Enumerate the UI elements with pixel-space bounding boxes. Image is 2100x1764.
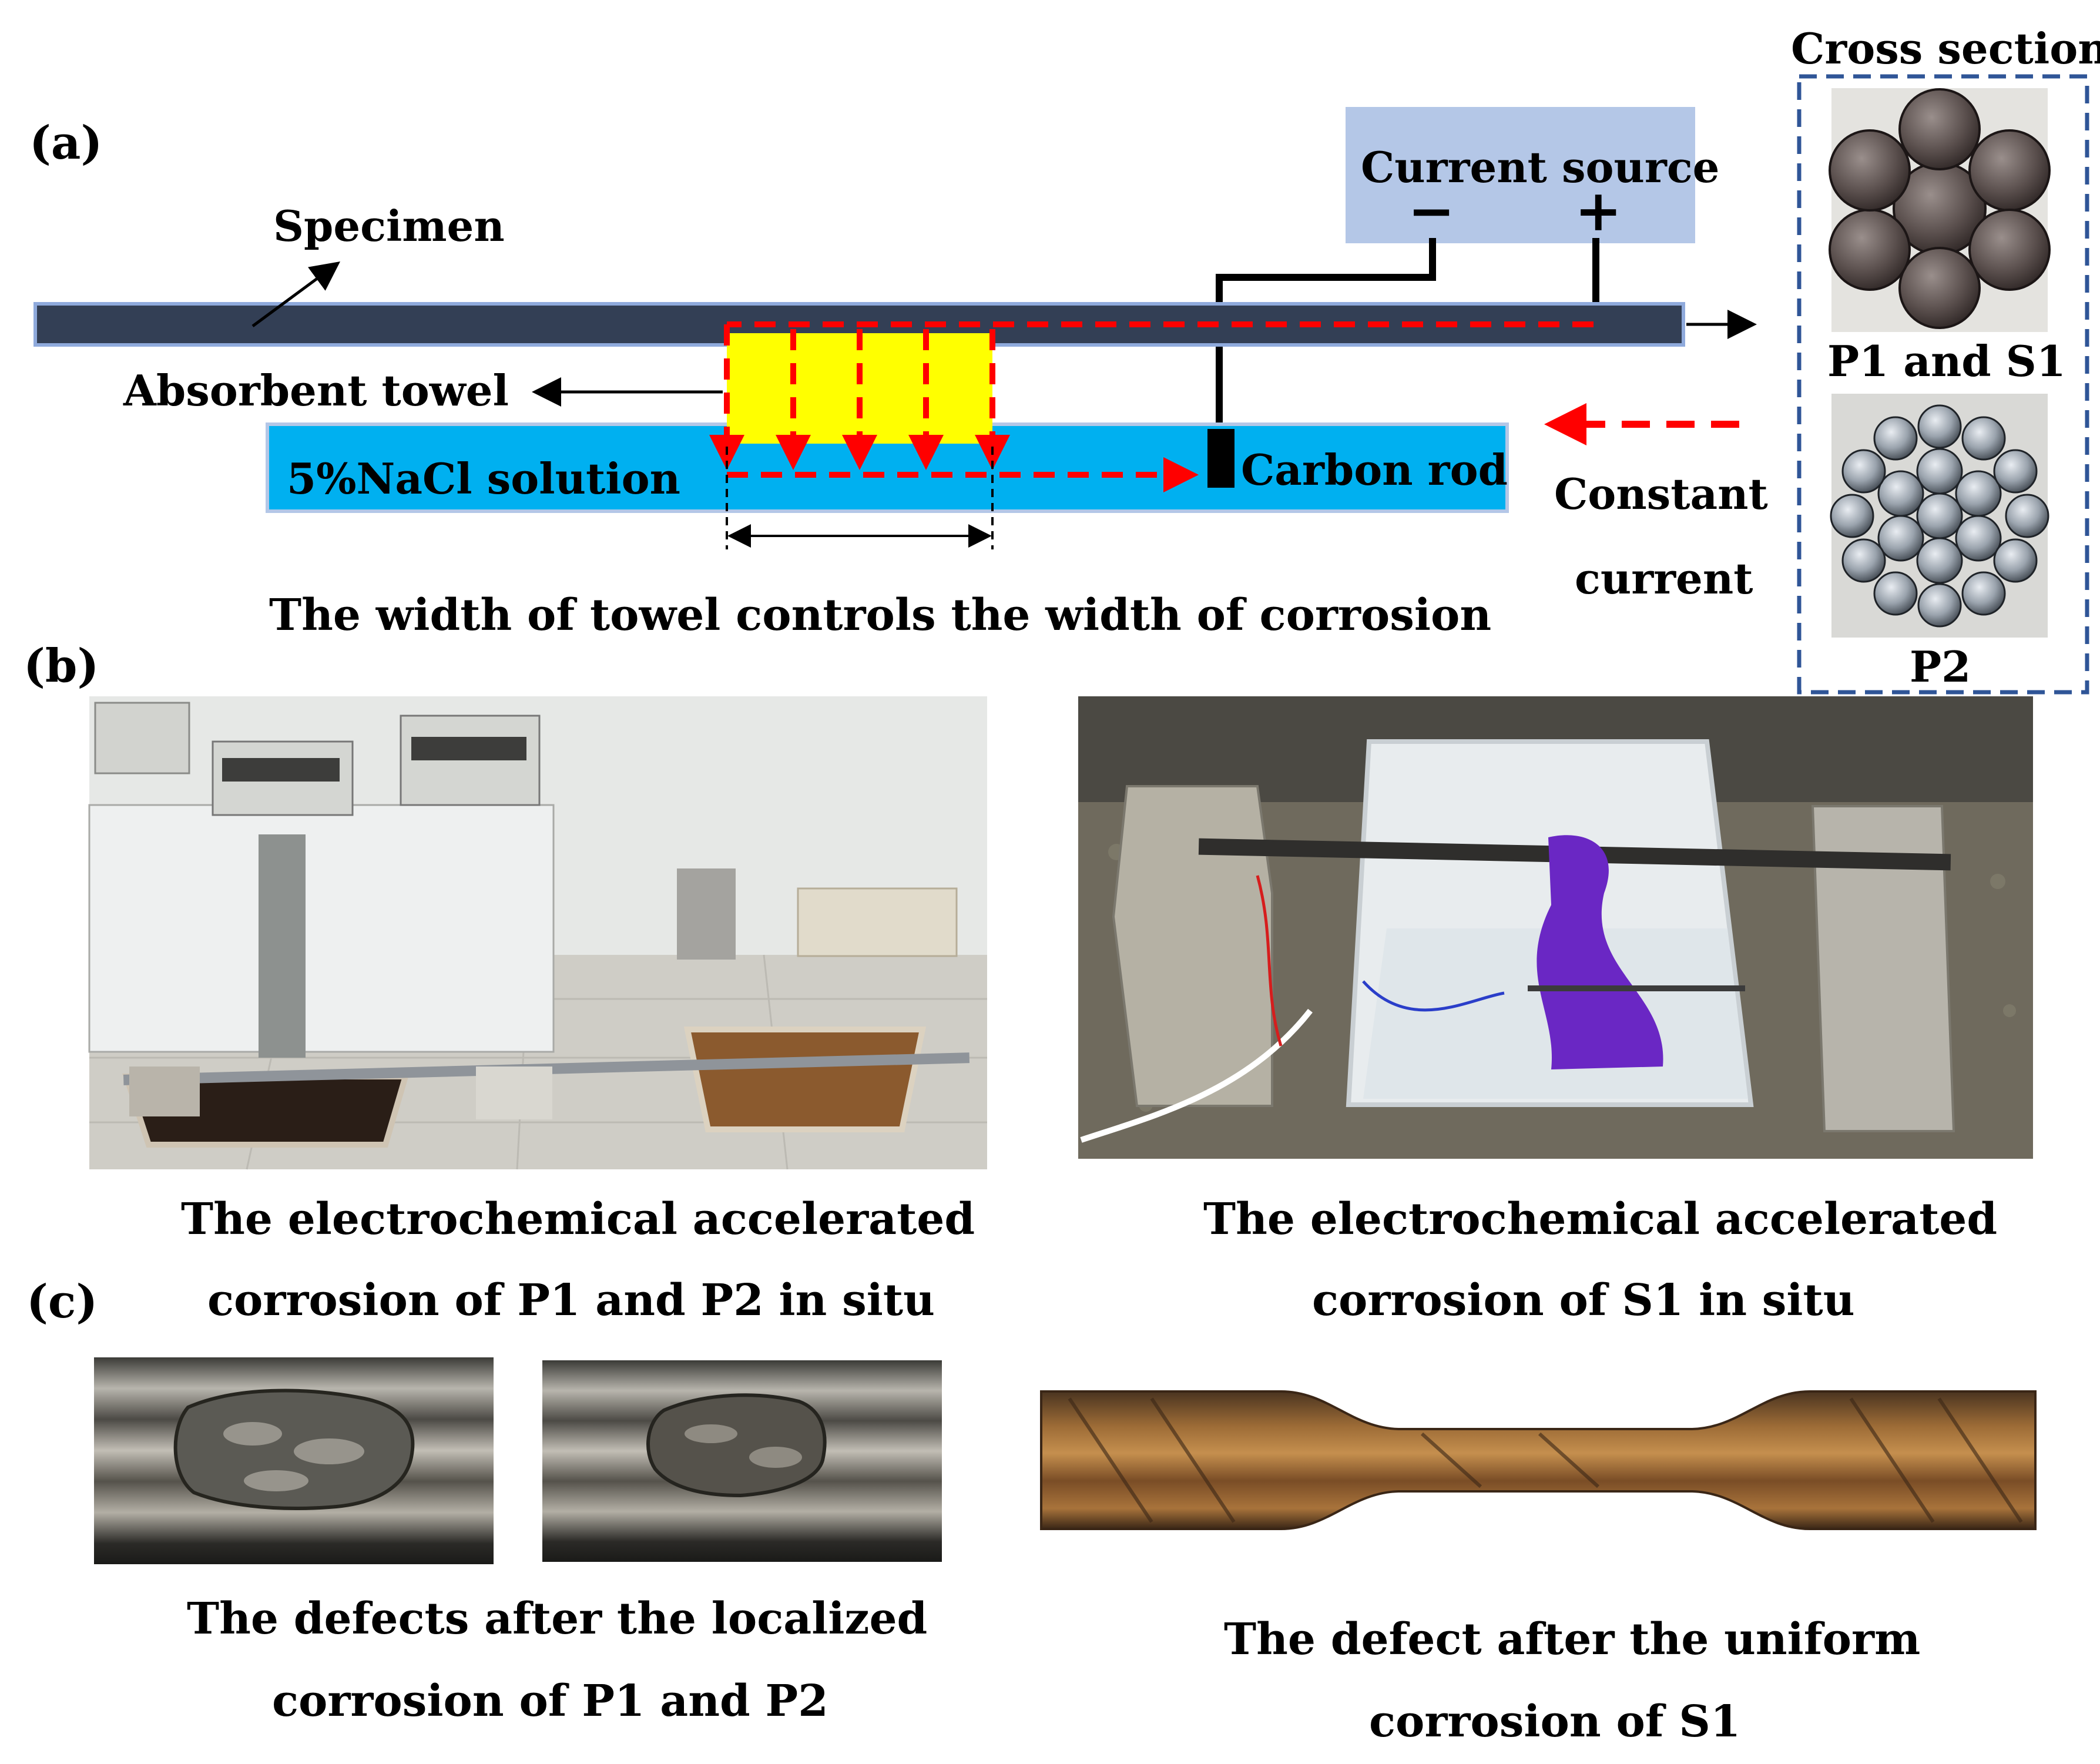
current-source-label: Current source: [1361, 142, 1720, 192]
towel-width-dimension: [726, 447, 994, 549]
s1-uniform-defect-photo: [1040, 1387, 2037, 1531]
panel-c-label: (c): [26, 1275, 98, 1329]
cross-section-title: Cross section: [1791, 24, 2100, 73]
towel-width-caption: The width of towel controls the width of…: [269, 590, 1491, 640]
negative-wire: [1216, 238, 1436, 435]
p2-label: P2: [1910, 642, 1971, 692]
positive-terminal-symbol: +: [1575, 177, 1622, 244]
p1-p2-lab-setup-photo: [88, 696, 987, 1170]
c-left-caption-line1: The defects after the localized: [187, 1594, 927, 1644]
c-left-caption-line2: corrosion of P1 and P2: [272, 1676, 828, 1726]
carbon-rod: [1207, 429, 1234, 488]
b-right-caption-line1: The electrochemical accelerated: [1203, 1194, 1997, 1245]
b-left-caption-line2: corrosion of P1 and P2 in situ: [207, 1275, 935, 1326]
current-path: [709, 321, 1594, 492]
p1-s1-cross-section-photo: [1829, 88, 2051, 332]
solution-label: 5%NaCl solution: [287, 454, 680, 504]
constant-current-label-line2: current: [1575, 554, 1753, 603]
absorbent-towel: [727, 333, 992, 444]
negative-terminal-symbol: −: [1408, 177, 1455, 244]
cross-section-border: [1797, 74, 2089, 695]
c-right-caption-line2: corrosion of S1: [1369, 1696, 1740, 1747]
constant-current-label-line1: Constant: [1554, 469, 1768, 519]
panel-a-label: (a): [29, 116, 102, 170]
b-left-caption-line1: The electrochemical accelerated: [181, 1194, 975, 1245]
c-right-caption-line1: The defect after the uniform: [1224, 1614, 1920, 1665]
s1-lab-setup-photo: [1078, 696, 2033, 1159]
b-right-caption-line2: corrosion of S1 in situ: [1312, 1275, 1855, 1326]
specimen-label: Specimen: [273, 201, 505, 251]
current-source-box: [1346, 107, 1695, 243]
p1-s1-label: P1 and S1: [1827, 336, 2066, 386]
specimen-pointer-arrow: [251, 261, 341, 328]
p1-localized-defect-photo: [94, 1357, 494, 1564]
p2-localized-defect-photo: [542, 1360, 942, 1562]
carbon-rod-label: Carbon rod: [1241, 445, 1508, 495]
panel-b-label: (b): [24, 639, 99, 693]
p2-cross-section-photo: [1830, 394, 2049, 638]
absorbent-towel-label: Absorbent towel: [123, 365, 509, 415]
